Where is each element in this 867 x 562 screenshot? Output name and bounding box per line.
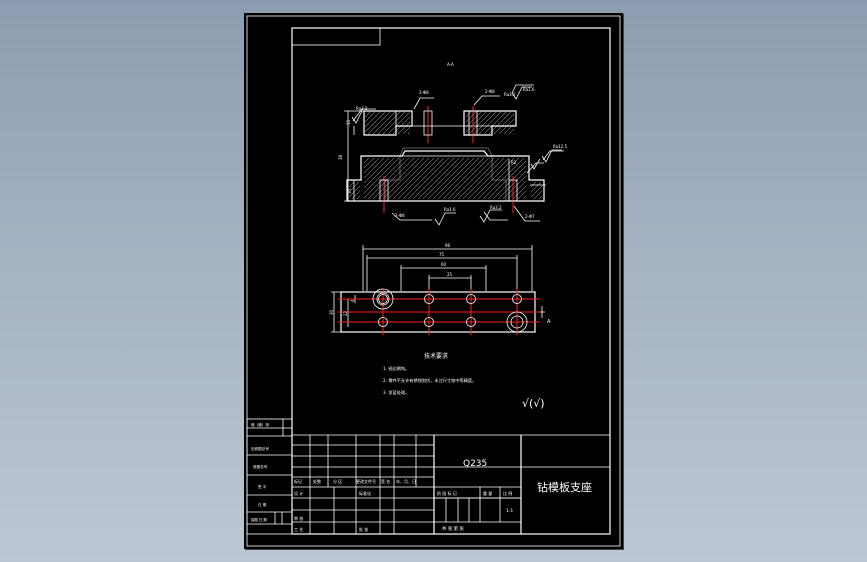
technical-requirements: 技术要求 1. 锐边倒钝。 2. 零件不允许有锈蚀划伤，未注尺寸按中等精度。 3… — [383, 352, 545, 410]
section-view: Ra3.2 Ra1.6 Ra3.2 Ra12.5 Ra1.6 Ra3.2 2-Φ… — [338, 84, 568, 226]
roughness-label: Ra3.2 — [490, 205, 502, 210]
roughness-label: Ra3.2 — [504, 92, 516, 97]
plan-hole — [378, 317, 388, 327]
design-label: 设 计 — [294, 490, 303, 496]
strip-label: 旧底图总号 — [251, 446, 269, 451]
strip-label: 日 期 — [258, 502, 267, 507]
left-strip: 借（通）用 旧底图总号 底图总号 签 字 日 期 描图 日 期 — [246, 418, 293, 535]
header-cell: 处数 — [313, 478, 321, 484]
hole-callout: 2-Φ7 — [525, 214, 535, 219]
section-label: A-A — [447, 62, 454, 67]
tech-line: 1. 锐边倒钝。 — [383, 365, 409, 372]
plan-hole — [512, 294, 522, 304]
strip-label: 签 字 — [258, 484, 267, 489]
approve-label: 批 准 — [359, 526, 368, 532]
plan-hole — [466, 294, 476, 304]
header-cell: 分 区 — [333, 478, 342, 484]
strip-label: 底图总号 — [253, 464, 268, 469]
dim-label: 25 — [447, 272, 453, 277]
corner-code-box — [291, 27, 381, 46]
material-label: Q235 — [463, 459, 487, 469]
plan-hole — [378, 294, 388, 304]
tech-line: 3. 发蓝处理。 — [383, 389, 409, 396]
counterbore-circle — [376, 292, 390, 306]
plan-hole — [424, 294, 434, 304]
drawing-sheet: A-A — [244, 13, 623, 549]
cad-drawing: A-A — [246, 15, 621, 547]
roughness-label: Ra1.6 — [444, 207, 456, 212]
dim-label: 15 — [346, 119, 351, 125]
general-roughness: √(√) — [522, 397, 545, 410]
part-name: 钻模板支座 — [537, 480, 592, 494]
header-cell: 年、月、日 — [396, 478, 416, 484]
inner-frame — [291, 27, 611, 535]
plan-view: A 96 75 60 25 30 22 4 — [329, 243, 551, 335]
dim-label: 75 — [439, 252, 445, 257]
tech-title: 技术要求 — [424, 352, 448, 360]
title-block: Q235 钻模板支座 1:1 共 张 第 张 标记 处数 分 区 更改文件号 签… — [292, 434, 610, 534]
hole-callout: 2-Φ8 — [419, 90, 429, 95]
dim-label: 4 — [350, 299, 355, 302]
outer-frame — [246, 15, 621, 547]
dim-label: 96 — [445, 243, 451, 248]
sheet-info: 共 张 第 张 — [442, 525, 464, 532]
plan-hole — [424, 317, 434, 327]
roughness-label: Ra1.6 — [523, 87, 535, 92]
dim-label: 30 — [329, 309, 334, 315]
roughness-label: Ra12.5 — [553, 144, 568, 149]
hole-callout: 2-Φ8 — [395, 213, 405, 218]
header-cell: 标记 — [294, 478, 302, 484]
process-label: 工 艺 — [294, 527, 303, 532]
scale-value: 1:1 — [506, 508, 513, 514]
strip-label: 描图 日 期 — [251, 517, 267, 522]
dim-label: 60 — [441, 262, 447, 267]
strip-label: 借（通）用 — [251, 422, 269, 427]
roughness-label: Ra3.2 — [356, 106, 368, 111]
dim-label: 10 — [347, 188, 352, 194]
dim-label: R2 — [511, 160, 517, 165]
plan-holes — [372, 288, 528, 335]
cut-label: A — [547, 319, 551, 325]
counterbore-circle — [372, 288, 394, 310]
counterbore-circle — [510, 315, 524, 329]
dim-label: 38 — [338, 154, 343, 160]
dim-label: 22 — [343, 310, 348, 316]
plan-hole — [466, 317, 476, 327]
header-cell: 更改文件号 — [356, 478, 376, 484]
standardization-label: 标准化 — [359, 490, 371, 496]
check-label: 审 核 — [294, 515, 303, 521]
hole-callout: 2-Φ8 — [485, 89, 495, 94]
weight-label: 重 量 — [483, 490, 492, 496]
counterbore-circle — [506, 311, 528, 333]
section-hatching — [349, 112, 542, 199]
scale-label: 比 例 — [503, 490, 512, 496]
tech-line: 2. 零件不允许有锈蚀划伤，未注尺寸按中等精度。 — [383, 377, 476, 384]
header-cell: 签 名 — [381, 478, 390, 484]
stage-label: 阶 段 标 记 — [437, 490, 457, 496]
